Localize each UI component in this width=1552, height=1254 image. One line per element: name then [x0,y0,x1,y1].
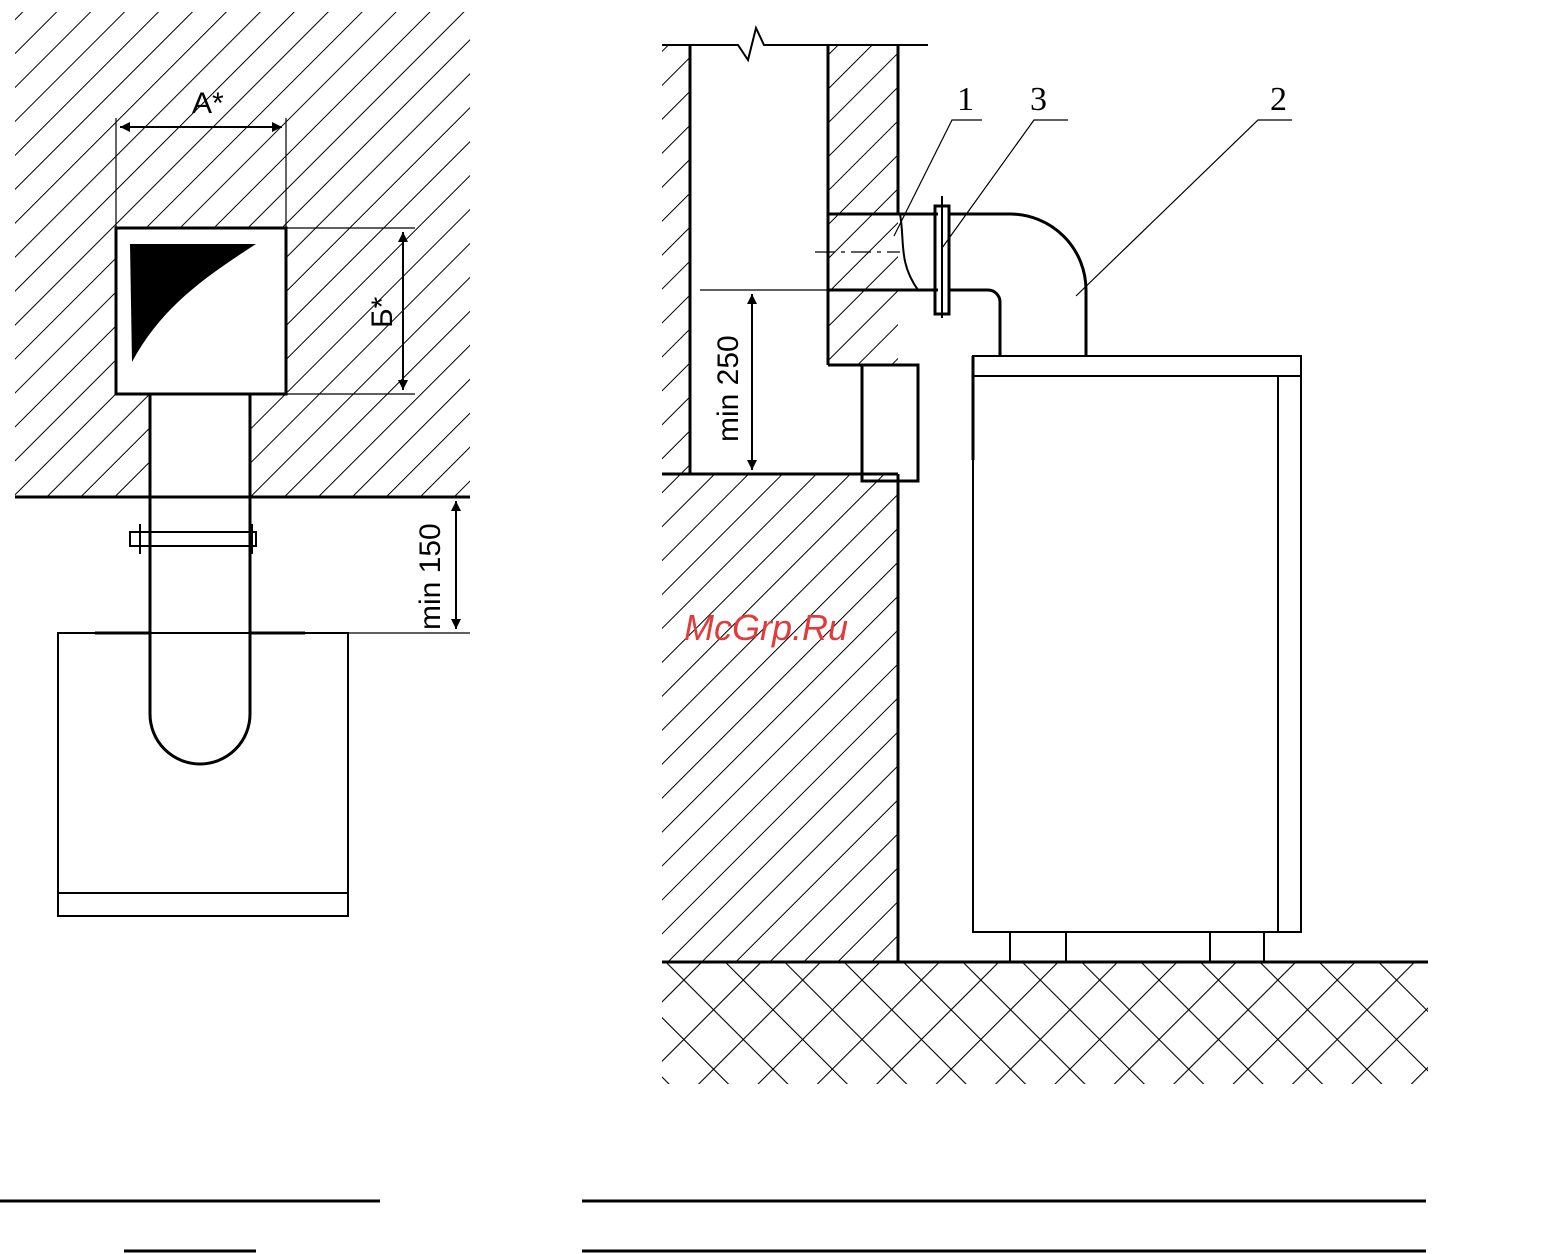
elbow-pipe [950,214,1086,356]
flue-pipe-bottom-arc [150,714,250,764]
left-view: A* Б* min 150 [0,12,470,1251]
chimney-lower-block [862,365,918,481]
watermark-text: McGrp.Ru [684,607,848,648]
left-wall-hatch [15,12,470,497]
label-2: 2 [1270,81,1287,118]
dim-a-label: A* [192,87,224,120]
floor-hatch-l [662,962,1428,1084]
label-3: 3 [1030,81,1047,118]
leader-1 [894,120,982,236]
chimney-inner-wall-hatch [828,45,898,365]
leader-2 [1076,120,1292,296]
dim-b-label: Б* [366,296,399,328]
masonry-base-hatch [662,474,898,962]
damper-shape [130,244,256,362]
leader-3 [942,120,1068,248]
label-1: 1 [957,81,974,118]
dim-min150-label: min 150 [414,523,447,630]
dim-min250-label: min 250 [712,335,745,442]
boiler-front-view [58,633,348,916]
boiler-side-view [973,356,1301,932]
left-wall-strip [662,45,690,475]
